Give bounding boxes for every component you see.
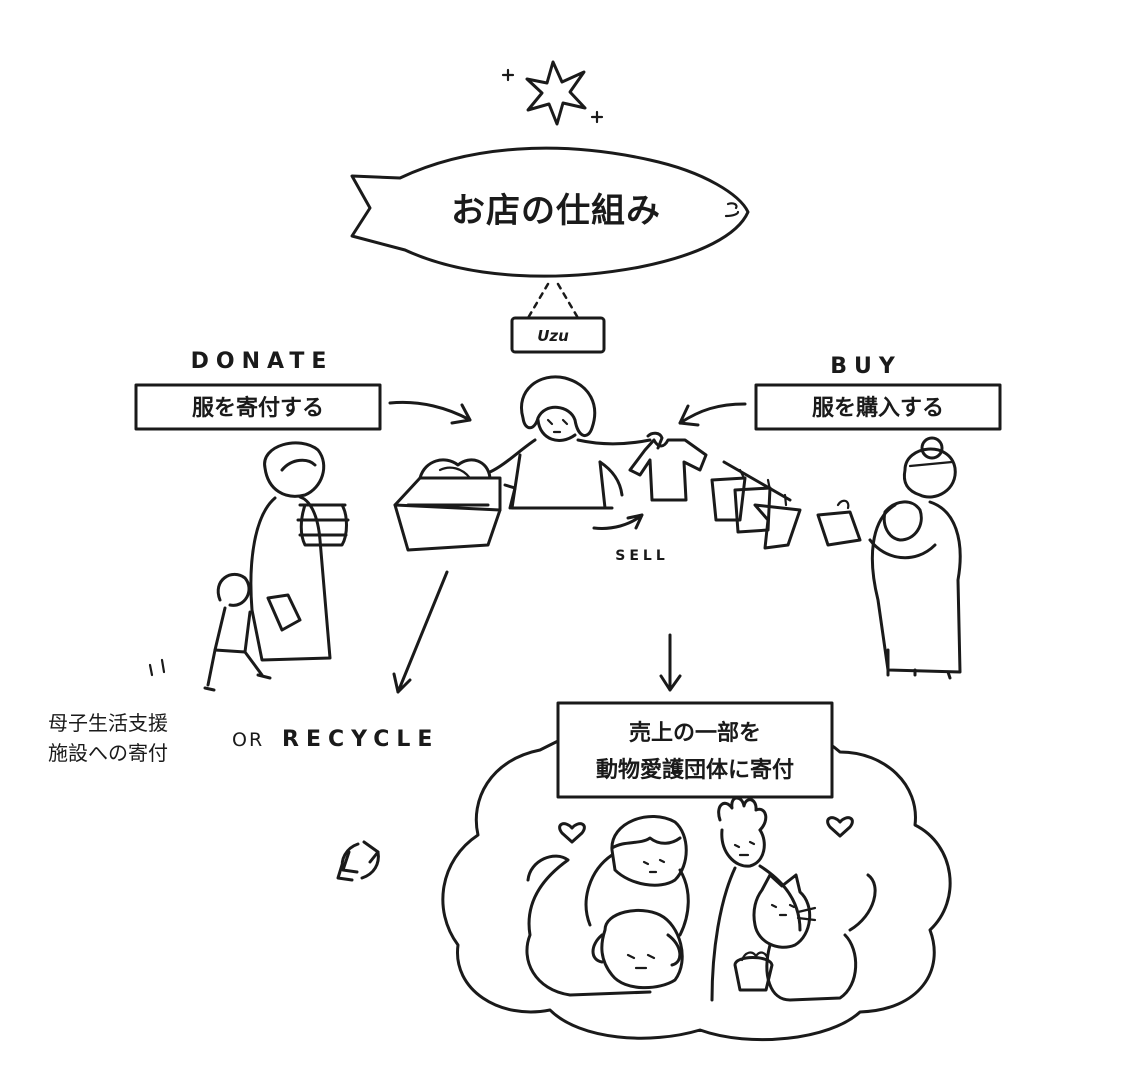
- person-with-dog-illustration: [525, 815, 690, 997]
- buy-label: 服を購入する: [812, 396, 944, 421]
- shopkeeper-illustration: [488, 375, 664, 510]
- sell-arrow: [592, 513, 644, 530]
- dress-illustration: [628, 438, 708, 502]
- shop-sign-label: Uzu: [537, 327, 569, 345]
- proceeds-arrow: [659, 633, 682, 692]
- heart-icon: [558, 822, 586, 844]
- shop-sign: [510, 282, 606, 354]
- sell-label: SELL: [615, 548, 669, 564]
- facility-donation-line2: 施設への寄付: [48, 741, 168, 765]
- clothes-rack-illustration: [710, 460, 802, 550]
- page-title: お店の仕組み: [451, 191, 661, 231]
- buyer-illustration: [816, 436, 962, 680]
- or-label: OR: [232, 729, 264, 751]
- donate-arrow: [388, 400, 472, 425]
- heart-icon: [826, 816, 854, 838]
- animal-donation-line1: 売上の一部を: [629, 720, 761, 746]
- donation-box-illustration: [393, 458, 517, 552]
- donate-box: [134, 383, 382, 431]
- fish-title-banner: [350, 146, 750, 278]
- sparkle-icon: [501, 60, 604, 126]
- animal-donation-box: [556, 701, 834, 799]
- facility-donation-line1: 母子生活支援: [48, 711, 168, 735]
- recycle-arrow: [392, 570, 449, 694]
- animal-donation-line2: 動物愛護団体に寄付: [596, 757, 794, 783]
- donate-label: 服を寄付する: [192, 395, 324, 421]
- donor-family-illustration: [148, 441, 350, 692]
- donate-heading: DONATE: [191, 349, 334, 374]
- person-with-cat-illustration: [710, 796, 877, 1002]
- recycle-icon: [336, 840, 380, 882]
- recycle-label: RECYCLE: [282, 727, 439, 752]
- buy-arrow: [678, 402, 747, 427]
- buy-box: [754, 383, 1002, 431]
- buy-heading: BUY: [830, 354, 902, 379]
